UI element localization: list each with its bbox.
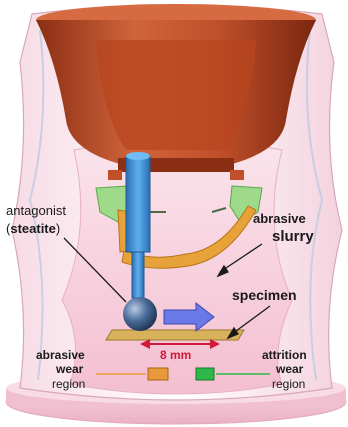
- attrition-wear-label-line2: wear: [276, 363, 303, 375]
- abrasive-wear-label-line1: abrasive: [36, 349, 85, 361]
- attrition-wear-region: [196, 368, 214, 380]
- specimen-plate: [106, 330, 244, 340]
- steatite-label: steatite: [10, 221, 56, 236]
- attrition-wear-label-line1: attrition: [262, 349, 307, 361]
- steatite-label-group: (steatite): [6, 222, 60, 235]
- distance-label: 8 mm: [160, 349, 191, 361]
- steatite-close-paren: ): [56, 221, 60, 236]
- abrasive-slurry-label-line2: slurry: [272, 229, 314, 244]
- abrasive-wear-label-line2: wear: [56, 363, 83, 375]
- abrasive-wear-region: [148, 368, 168, 380]
- specimen-label: specimen: [232, 288, 297, 302]
- antagonist-ball: [123, 297, 157, 331]
- attrition-wear-label-line3: region: [272, 378, 305, 390]
- abrasive-wear-label-line3: region: [52, 378, 85, 390]
- antagonist-label: antagonist: [6, 204, 66, 217]
- abrasive-slurry-label-line1: abrasive: [253, 212, 306, 225]
